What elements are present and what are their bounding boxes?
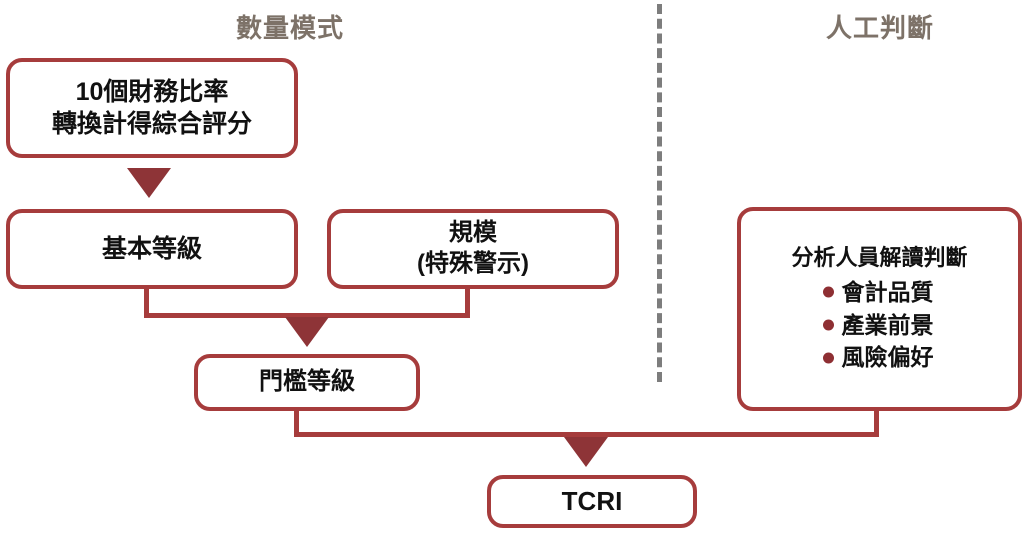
connector-threshold-grade-stem — [294, 411, 299, 437]
arrow-merge-to-threshold-grade — [285, 317, 329, 347]
node-scale-line2: (特殊警示) — [417, 250, 529, 277]
bullet-icon — [823, 319, 835, 331]
arrow-ratios-to-base-grade — [127, 168, 171, 198]
list-item: 產業前景 — [823, 309, 967, 342]
connector-scale-stem — [465, 289, 470, 317]
list-item: 風險偏好 — [823, 341, 967, 374]
arrow-merge-to-tcri — [564, 437, 608, 467]
section-title-human-judgement: 人工判斷 — [825, 13, 934, 43]
connector-merge-bar-upper — [144, 313, 470, 318]
node-threshold-grade[interactable]: 門檻等級 — [194, 354, 420, 411]
analyst-item-label: 會計品質 — [841, 279, 934, 306]
node-financial-ratios-line1: 10個財務比率 — [75, 78, 229, 106]
bullet-icon — [823, 286, 835, 298]
node-analyst-judgement[interactable]: 分析人員解讀判斷 會計品質 產業前景 風險偏好 — [737, 207, 1022, 411]
connector-merge-bar-lower — [294, 432, 879, 437]
analyst-item-label: 產業前景 — [841, 311, 934, 338]
section-title-quantitative: 數量模式 — [235, 13, 344, 43]
connector-analyst-stem — [874, 411, 879, 437]
analyst-criteria-list: 會計品質 產業前景 風險偏好 — [791, 276, 967, 374]
node-tcri-label: TCRI — [561, 485, 623, 516]
node-tcri[interactable]: TCRI — [487, 475, 697, 528]
connector-base-grade-stem — [144, 289, 149, 317]
analyst-item-label: 風險偏好 — [841, 344, 934, 371]
node-financial-ratios-line2: 轉換計得綜合評分 — [51, 110, 252, 138]
bullet-icon — [823, 352, 835, 364]
node-financial-ratios[interactable]: 10個財務比率 轉換計得綜合評分 — [6, 58, 298, 158]
node-analyst-heading: 分析人員解讀判斷 — [791, 244, 968, 270]
node-base-grade[interactable]: 基本等級 — [6, 209, 298, 289]
node-base-grade-label: 基本等級 — [101, 235, 202, 263]
node-threshold-grade-label: 門檻等級 — [259, 368, 355, 396]
node-scale-line1: 規模 — [448, 219, 497, 247]
node-scale-special-alert[interactable]: 規模 (特殊警示) — [327, 209, 619, 289]
list-item: 會計品質 — [823, 276, 967, 309]
vertical-dashed-divider — [657, 4, 662, 382]
